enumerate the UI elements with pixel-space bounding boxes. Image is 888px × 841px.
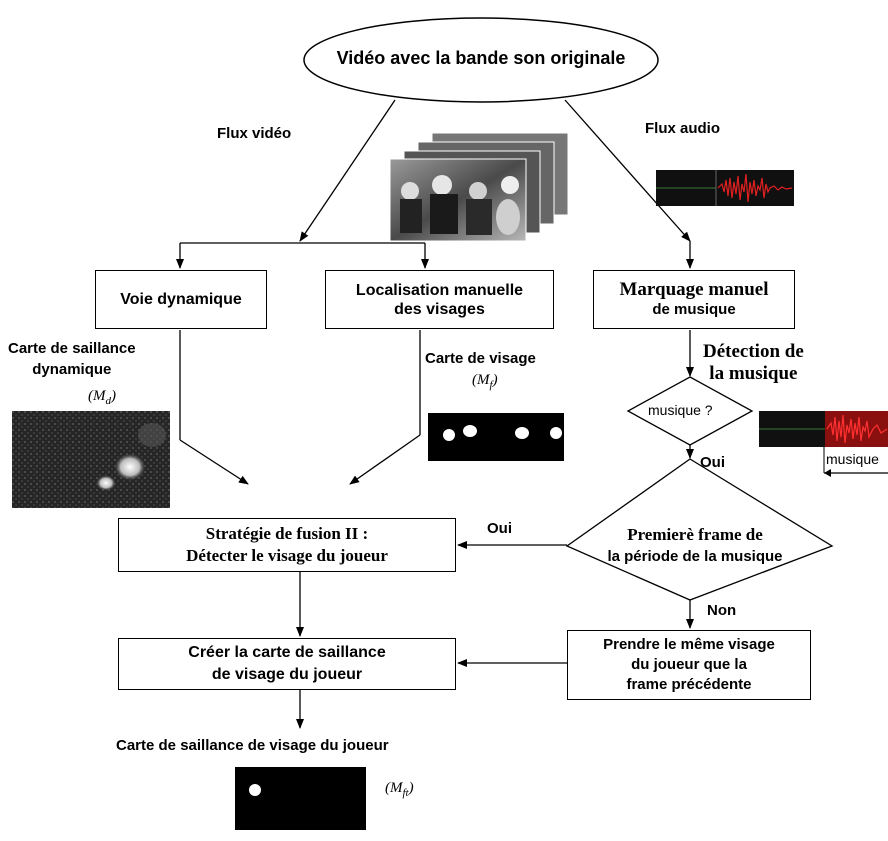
musique-diamond (626, 376, 754, 446)
dynamic-map-symbol: (Md) (88, 388, 116, 407)
marquage-box: Marquage manuel de musique (593, 270, 795, 329)
dynamic-saliency-map (12, 411, 170, 508)
detection-label: Détection de la musique (703, 341, 804, 385)
arrow-localisation-to-fusion (349, 434, 421, 485)
creer-line1: Créer la carte de saillance (188, 644, 386, 661)
arrow-top-to-audio (564, 99, 691, 242)
premiere-decision-label: Premierè frame de la période de la musiq… (575, 524, 815, 568)
oui-left-label: Oui (487, 520, 512, 537)
oui-down-label: Oui (700, 454, 725, 471)
fusion-box: Stratégie de fusion II : Détecter le vis… (118, 518, 456, 572)
voie-dynamique-box: Voie dynamique (95, 270, 267, 329)
localisation-box: Localisation manuelle des visages (325, 270, 554, 329)
premiere-line1: Premierè frame de (627, 525, 763, 544)
detection-line2: la musique (709, 363, 798, 384)
music-segment-bracket (823, 447, 888, 477)
premiere-diamond (565, 458, 834, 601)
localisation-line1: Localisation manuelle (355, 281, 524, 299)
video-stream-label: Flux vidéo (217, 125, 292, 142)
player-face-saliency-map (235, 767, 366, 830)
arrow-top-to-video (299, 99, 396, 242)
music-segment-waveform (759, 411, 888, 447)
music-segment-label: musique (826, 451, 879, 467)
marquage-line2: de musique (652, 300, 736, 318)
player-map-symbol: (Mft) (385, 780, 414, 799)
audio-stream-label: Flux audio (645, 120, 720, 137)
premiere-line2: la période de la musique (607, 548, 783, 565)
prendre-line1: Prendre le même visage (603, 636, 775, 653)
face-map-symbol: (Mf) (472, 372, 498, 391)
top-node-ellipse (303, 17, 659, 103)
creer-box: Créer la carte de saillance de visage du… (118, 638, 456, 690)
detection-line1: Détection de (703, 341, 804, 362)
localisation-line2: des visages (394, 300, 485, 318)
voie-dynamique-label: Voie dynamique (120, 290, 242, 308)
dynamic-map-line1: Carte de saillance (8, 340, 136, 357)
prendre-line3: frame précédente (626, 676, 752, 693)
player-map-label: Carte de saillance de visage du joueur (116, 737, 389, 754)
audio-waveform-image (656, 170, 794, 206)
musique-decision-label: musique ? (648, 402, 713, 418)
non-label: Non (707, 602, 737, 619)
fusion-line1: Stratégie de fusion II : (205, 524, 369, 543)
prendre-line2: du joueur que la (631, 656, 747, 673)
fusion-line2: Détecter le visage du joueur (186, 546, 388, 565)
dynamic-map-label: Carte de saillance dynamique (8, 338, 136, 380)
musique-decision-text: musique ? (648, 402, 713, 418)
arrow-voie-to-fusion (179, 439, 249, 485)
marquage-line1: Marquage manuel (619, 278, 769, 300)
face-map-label: Carte de visage (425, 350, 536, 367)
video-frames-image (389, 132, 569, 242)
face-map (428, 413, 564, 461)
dynamic-map-line2: dynamique (32, 361, 112, 378)
creer-line2: de visage du joueur (211, 666, 363, 683)
prendre-box: Prendre le même visage du joueur que la … (567, 630, 811, 700)
top-node-label: Vidéo avec la bande son originale (336, 48, 626, 68)
